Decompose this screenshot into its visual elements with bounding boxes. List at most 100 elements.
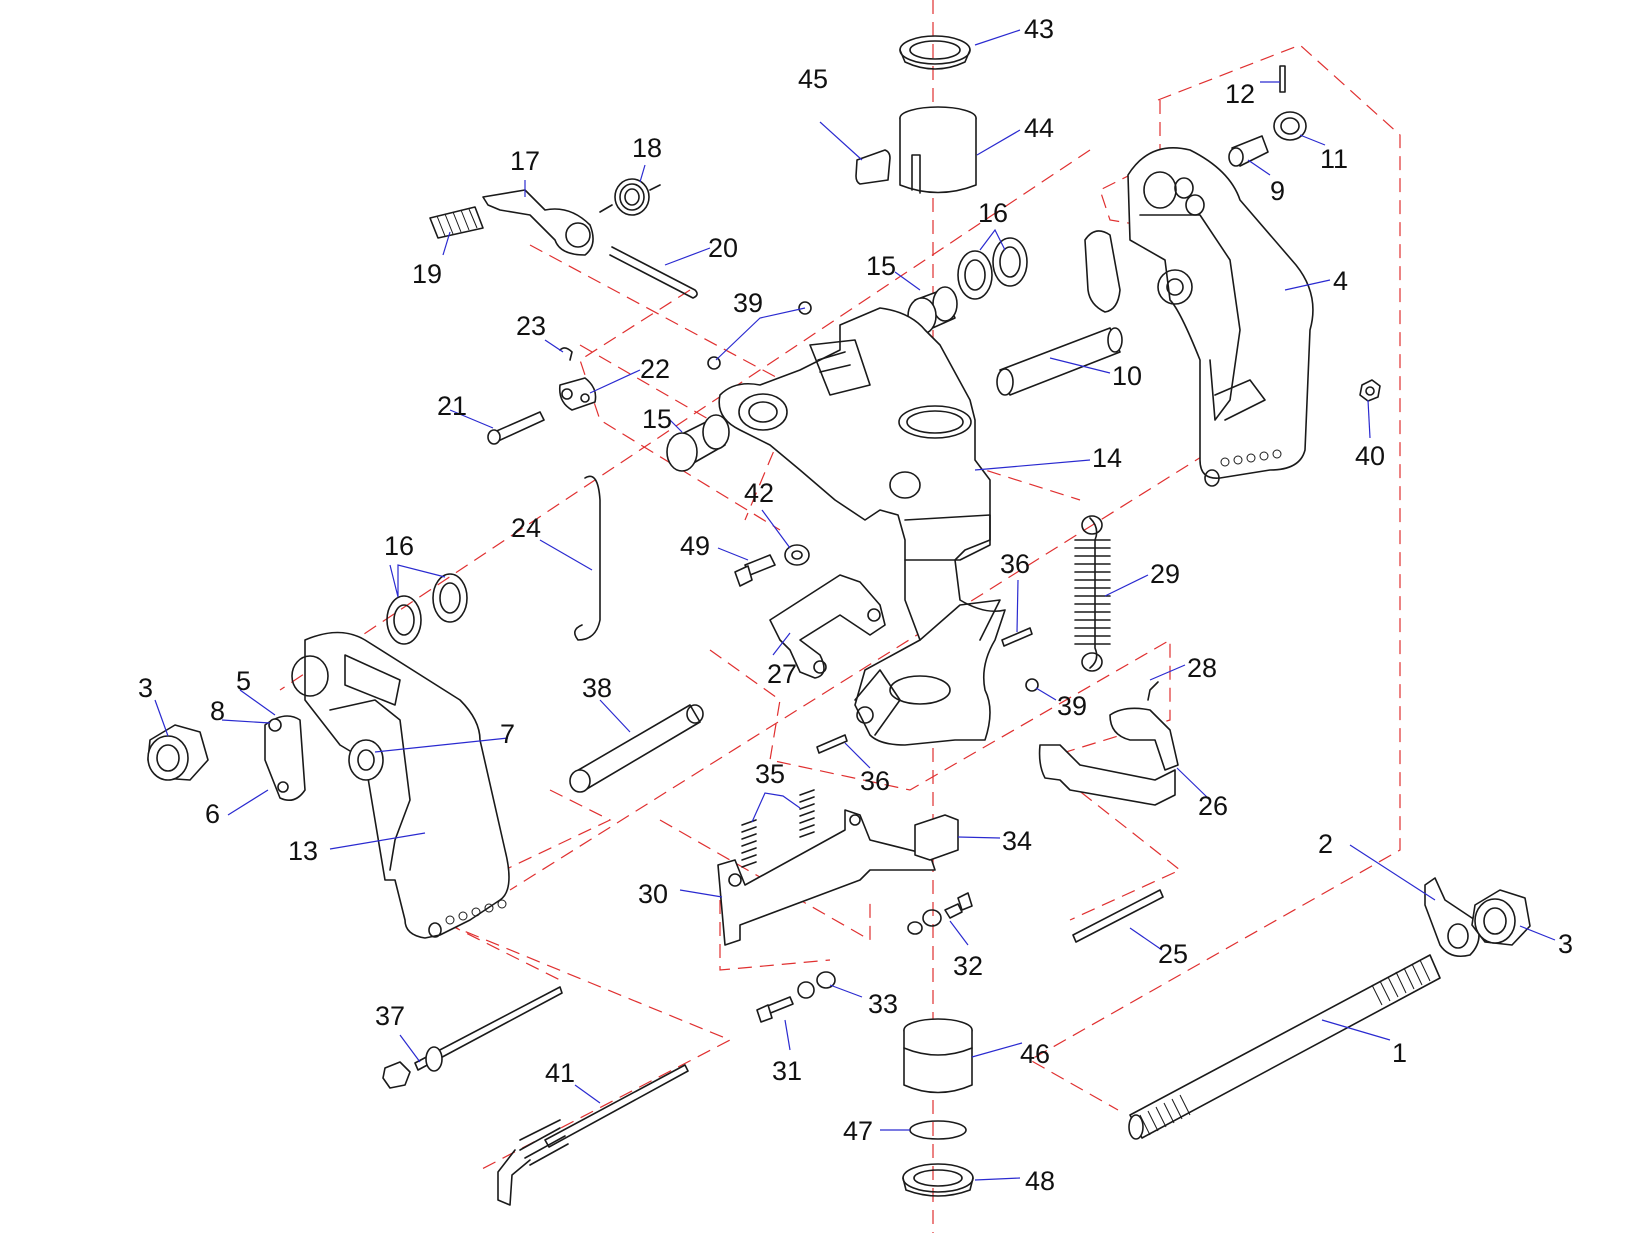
part-11-collar bbox=[1273, 111, 1307, 141]
part-24-rod bbox=[574, 475, 601, 641]
part-49-bolt bbox=[734, 554, 776, 587]
part-20-rod bbox=[609, 246, 698, 299]
callout-43: 43 bbox=[1024, 14, 1054, 44]
callout-49: 49 bbox=[680, 531, 710, 561]
callout-3-right: 3 bbox=[1558, 929, 1573, 959]
callout-4: 4 bbox=[1333, 266, 1348, 296]
callout-16-lower: 16 bbox=[384, 531, 414, 561]
callout-13: 13 bbox=[288, 836, 318, 866]
callout-34: 34 bbox=[1002, 826, 1032, 856]
part-34-block bbox=[914, 814, 959, 861]
part-29-spring bbox=[1074, 515, 1111, 672]
callout-18: 18 bbox=[632, 133, 662, 163]
part-10-pin bbox=[996, 327, 1123, 396]
part-36-pin-lower bbox=[816, 734, 848, 754]
part-39-screw-upper bbox=[707, 301, 812, 370]
callout-25: 25 bbox=[1158, 939, 1188, 969]
part-46-bushing bbox=[903, 1018, 973, 1094]
callout-16-upper: 16 bbox=[978, 198, 1008, 228]
callout-37: 37 bbox=[375, 1001, 405, 1031]
callout-20: 20 bbox=[708, 233, 738, 263]
callout-2: 2 bbox=[1318, 829, 1333, 859]
callout-24: 24 bbox=[511, 513, 541, 543]
part-23-clip bbox=[559, 347, 573, 361]
part-48-seal-ring bbox=[902, 1163, 974, 1197]
callout-21: 21 bbox=[437, 391, 467, 421]
callout-22: 22 bbox=[640, 354, 670, 384]
part-22-link bbox=[558, 377, 597, 411]
part-33-washers bbox=[797, 971, 836, 999]
part-4-clamp-bracket-right bbox=[1084, 146, 1314, 487]
part-43-seal-ring bbox=[899, 35, 971, 70]
part-40-nut bbox=[1359, 379, 1381, 402]
callout-7: 7 bbox=[500, 719, 515, 749]
callout-3-left: 3 bbox=[138, 673, 153, 703]
callout-31: 31 bbox=[772, 1056, 802, 1086]
part-16-washers-upper bbox=[957, 237, 1028, 300]
callout-26: 26 bbox=[1198, 791, 1228, 821]
callout-9: 9 bbox=[1270, 176, 1285, 206]
part-30-lever-bracket bbox=[717, 809, 936, 946]
callout-33: 33 bbox=[868, 989, 898, 1019]
callout-labels: 43 45 44 12 11 9 17 18 19 20 16 15 4 39 … bbox=[138, 14, 1573, 1196]
callout-6: 6 bbox=[205, 799, 220, 829]
part-27-bracket bbox=[769, 574, 886, 679]
part-6-latch bbox=[264, 715, 306, 801]
part-31-bolt bbox=[756, 996, 794, 1023]
part-39-screw-lower bbox=[1025, 678, 1039, 692]
callout-38: 38 bbox=[582, 673, 612, 703]
part-15-bushing-left bbox=[666, 414, 730, 472]
callout-39-upper: 39 bbox=[733, 288, 763, 318]
callout-41: 41 bbox=[545, 1058, 575, 1088]
leader-lines bbox=[154, 29, 1556, 1181]
part-28-clip bbox=[1147, 681, 1159, 701]
part-1-tilt-tube bbox=[1128, 954, 1441, 1140]
part-2-plate bbox=[1424, 877, 1480, 958]
part-26-bracket bbox=[1038, 707, 1179, 806]
part-8-screw bbox=[268, 718, 282, 732]
callout-35: 35 bbox=[755, 759, 785, 789]
callout-5: 5 bbox=[236, 666, 251, 696]
callout-29: 29 bbox=[1150, 559, 1180, 589]
part-32-bolt-washers bbox=[907, 892, 973, 935]
callout-11: 11 bbox=[1320, 144, 1348, 174]
callout-23: 23 bbox=[516, 311, 546, 341]
part-21-pin bbox=[487, 411, 545, 445]
part-38-tube bbox=[569, 704, 704, 793]
callout-39-lower: 39 bbox=[1057, 691, 1087, 721]
callout-15-upper: 15 bbox=[866, 251, 896, 281]
callout-48: 48 bbox=[1025, 1166, 1055, 1196]
callout-17: 17 bbox=[510, 146, 540, 176]
part-16-washers-lower bbox=[386, 573, 468, 645]
part-17-lever bbox=[482, 189, 594, 256]
callout-45: 45 bbox=[798, 64, 828, 94]
callout-30: 30 bbox=[638, 879, 668, 909]
callout-46: 46 bbox=[1020, 1039, 1050, 1069]
callout-15-lower: 15 bbox=[642, 404, 672, 434]
part-45-pad bbox=[855, 149, 891, 185]
callout-32: 32 bbox=[953, 951, 983, 981]
part-3-nut-left bbox=[147, 724, 209, 781]
part-35-springs bbox=[741, 789, 815, 868]
callout-28: 28 bbox=[1187, 653, 1217, 683]
part-44-bushing bbox=[899, 106, 977, 194]
part-18-spring bbox=[599, 178, 661, 216]
part-13-clamp-bracket-left bbox=[291, 631, 510, 939]
part-47-o-ring bbox=[909, 1120, 967, 1140]
part-41-rod bbox=[497, 1064, 689, 1206]
part-25-pin bbox=[1072, 889, 1164, 943]
part-3-nut-right bbox=[1471, 889, 1531, 946]
callout-27: 27 bbox=[767, 659, 797, 689]
callout-40: 40 bbox=[1355, 441, 1385, 471]
callout-44: 44 bbox=[1024, 113, 1054, 143]
callout-8: 8 bbox=[210, 696, 225, 726]
part-12-pin bbox=[1279, 65, 1286, 93]
part-7-knob bbox=[348, 739, 384, 781]
callout-19: 19 bbox=[412, 259, 442, 289]
part-36-pin-upper bbox=[1001, 627, 1033, 647]
callout-10: 10 bbox=[1112, 361, 1142, 391]
callout-14: 14 bbox=[1092, 443, 1122, 473]
part-37-bolt bbox=[382, 986, 563, 1089]
callout-1: 1 bbox=[1392, 1038, 1407, 1068]
